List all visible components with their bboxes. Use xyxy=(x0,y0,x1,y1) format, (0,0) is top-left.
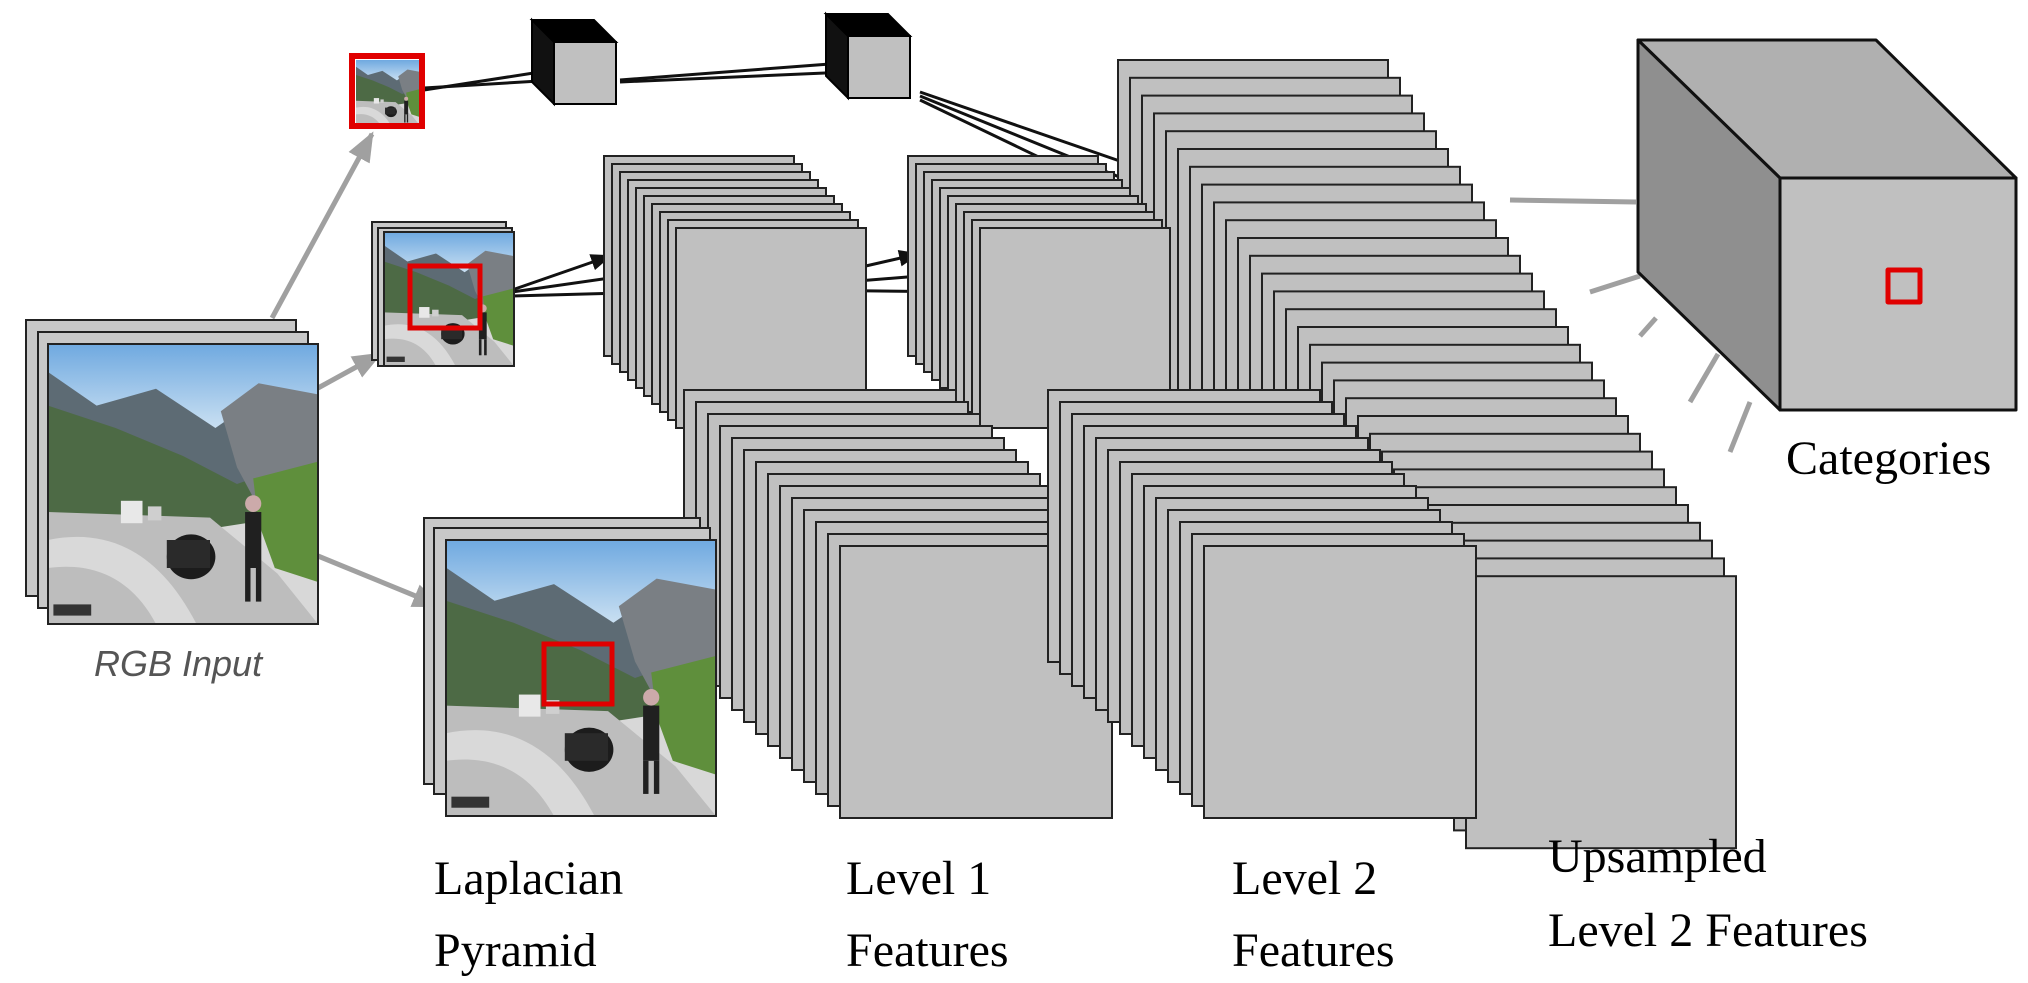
level2-features-stack xyxy=(1047,389,1477,819)
pyramid-large-highlight xyxy=(541,641,615,707)
label-rgb-input: RGB Input xyxy=(94,643,264,684)
rgb-input xyxy=(25,319,319,625)
arrow-input-to-small xyxy=(269,131,375,320)
arrow-top-c xyxy=(619,62,831,82)
pyramid-large xyxy=(423,517,717,817)
label-level1-line2: Features xyxy=(846,924,1009,977)
medium-scale-level1-stack xyxy=(603,155,867,429)
cube-front xyxy=(553,41,617,105)
arrow-conv2-to-categories-4 xyxy=(1687,352,1721,404)
arrow-mid-a xyxy=(511,254,612,292)
arrow-input-to-large xyxy=(317,553,443,609)
label-level1-line1: Level 1 xyxy=(846,852,991,905)
label-upsampled-line2: Level 2 Features xyxy=(1548,904,1868,957)
arrow-top-d xyxy=(619,70,849,84)
level2-layer xyxy=(1203,545,1477,819)
pyramid-large-photo xyxy=(446,540,716,816)
pyramid-small xyxy=(349,53,425,129)
label-level2-line2: Features xyxy=(1232,924,1395,977)
pyramid-small-highlight xyxy=(349,53,425,129)
pyramid-medium xyxy=(371,221,515,367)
arrow-input-to-medium xyxy=(316,351,383,391)
rgb-input-photo xyxy=(47,343,319,625)
cube-front xyxy=(847,35,911,99)
categories-cube-front xyxy=(1778,176,2018,412)
label-laplacian-line2: Pyramid xyxy=(434,924,597,977)
label-laplacian-line1: Laplacian xyxy=(434,852,623,905)
label-level2-line1: Level 2 xyxy=(1232,852,1377,905)
labels: RGB Input Laplacian Pyramid Level 1 Feat… xyxy=(94,432,1991,977)
label-upsampled-line1: Upsampled xyxy=(1548,830,1767,883)
categories-highlight xyxy=(1885,267,1923,305)
level1-features-stack xyxy=(683,389,1113,819)
arrow-top-up-1 xyxy=(919,90,1142,170)
small-scale-level1-block xyxy=(529,17,619,107)
arrow-conv2-to-categories-3 xyxy=(1638,316,1658,338)
categories-cube xyxy=(1636,38,2018,412)
small-scale-level2-block xyxy=(823,11,913,101)
pyramid-medium-highlight xyxy=(407,263,483,331)
pyramid-small-photo xyxy=(356,60,422,128)
arrow-conv2-to-categories-2 xyxy=(1589,273,1641,295)
pyramid-medium-photo xyxy=(384,232,514,366)
pyramid-arrows xyxy=(269,131,1753,609)
arrow-conv2-to-categories-1 xyxy=(1509,197,1637,205)
label-categories: Categories xyxy=(1786,432,1991,485)
upsampled-level2-layer xyxy=(1465,575,1737,850)
arrow-conv2-to-categories-5 xyxy=(1727,401,1753,453)
medium-scale-level2-stack xyxy=(907,155,1171,429)
